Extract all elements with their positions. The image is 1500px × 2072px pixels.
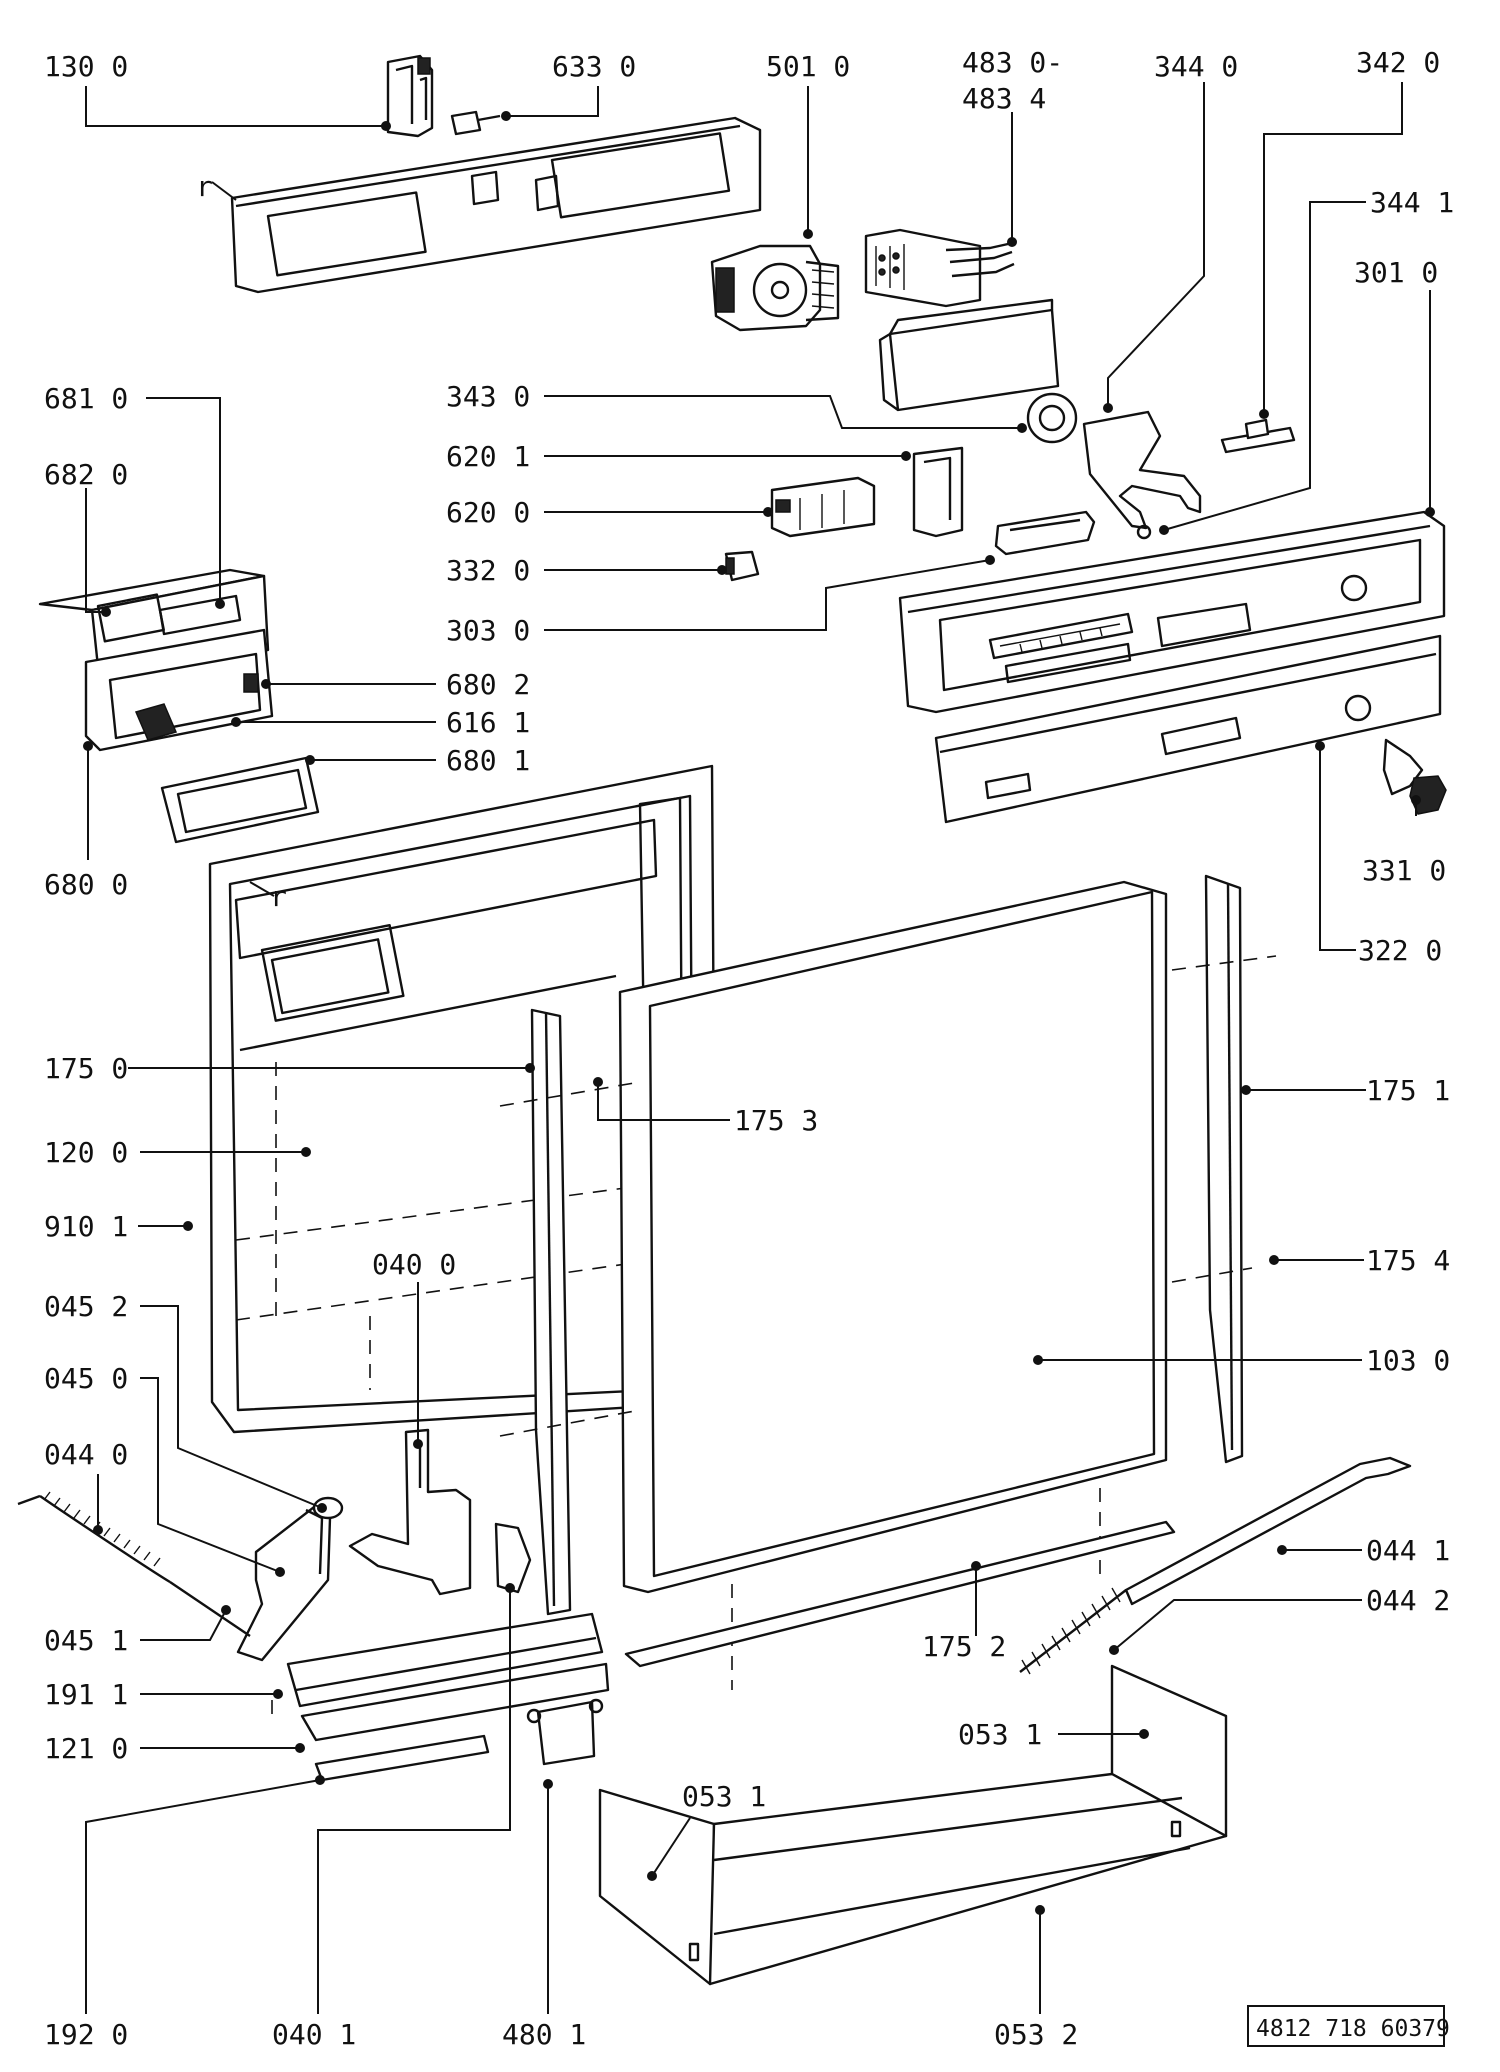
leader-lines	[83, 82, 1435, 2014]
label-322-0: 322 0	[1358, 934, 1442, 967]
part-130-bracket	[386, 54, 434, 138]
part-343-ring	[1026, 392, 1078, 444]
label-053-2: 053 2	[994, 2018, 1078, 2051]
label-103-0: 103 0	[1366, 1344, 1450, 1377]
label-331-0: 331 0	[1362, 854, 1446, 887]
document-number-box: 4812 718 60379	[1247, 2005, 1450, 2047]
label-501-0: 501 0	[766, 50, 850, 83]
part-040-1-bracket	[494, 1522, 532, 1594]
part-053-kickplate	[598, 1664, 1228, 1986]
part-680-1-gasket	[160, 756, 320, 844]
label-344-0: 344 0	[1154, 50, 1238, 83]
label-045-1: 045 1	[44, 1624, 128, 1657]
part-044-1-rod	[1019, 1456, 1412, 1675]
label-040-1: 040 1	[272, 2018, 356, 2051]
document-number: 4812 718 60379	[1256, 2016, 1450, 2042]
label-053-1-right: 053 1	[958, 1718, 1042, 1751]
label-344-1: 344 1	[1370, 186, 1454, 219]
reference-mark-r-frame: r	[270, 880, 287, 913]
part-332-block	[724, 550, 760, 582]
part-labels: 130 0 633 0 501 0 483 0- 483 4 344 0 342…	[44, 46, 1454, 2051]
label-045-0: 045 0	[44, 1362, 128, 1395]
part-322-fascia	[934, 634, 1442, 824]
part-timer-bracket	[878, 298, 1060, 412]
label-680-0: 680 0	[44, 868, 128, 901]
part-331-knob	[1382, 738, 1447, 815]
part-top-rail	[230, 116, 762, 294]
part-342-clip	[1220, 418, 1296, 454]
part-344-bracket	[1082, 410, 1202, 540]
label-175-1: 175 1	[1366, 1074, 1450, 1107]
label-040-0: 040 0	[372, 1248, 456, 1281]
part-175-1-strip	[1204, 874, 1244, 1464]
label-044-2: 044 2	[1366, 1584, 1450, 1617]
part-040-hinge	[348, 1428, 472, 1596]
label-192-0: 192 0	[44, 2018, 128, 2051]
part-044-0-spring	[17, 1491, 251, 1637]
part-103-outer-door	[618, 880, 1168, 1594]
label-332-0: 332 0	[446, 554, 530, 587]
label-343-0: 343 0	[446, 380, 530, 413]
label-045-2: 045 2	[44, 1290, 128, 1323]
part-480-1-clip	[526, 1698, 604, 1766]
label-121-0: 121 0	[44, 1732, 128, 1765]
label-053-1-left: 053 1	[682, 1780, 766, 1813]
part-045-hinge-arm	[236, 1496, 344, 1662]
part-633-connector	[450, 110, 501, 136]
label-044-1: 044 1	[1366, 1534, 1450, 1567]
part-191-base-rail	[271, 1612, 610, 1782]
label-175-0: 175 0	[44, 1052, 128, 1085]
label-044-0: 044 0	[44, 1438, 128, 1471]
label-633-0: 633 0	[552, 50, 636, 83]
label-175-4: 175 4	[1366, 1244, 1450, 1277]
label-910-1: 910 1	[44, 1210, 128, 1243]
label-191-1: 191 1	[44, 1678, 128, 1711]
label-620-0: 620 0	[446, 496, 530, 529]
part-303-handle	[994, 510, 1096, 556]
label-680-2: 680 2	[446, 668, 530, 701]
part-175-2-strip	[624, 1520, 1176, 1668]
label-483-4: 483 4	[962, 82, 1046, 115]
label-483-0: 483 0-	[962, 46, 1063, 79]
label-175-3: 175 3	[734, 1104, 818, 1137]
label-620-1: 620 1	[446, 440, 530, 473]
part-620-1-bracket	[912, 446, 964, 538]
label-130-0: 130 0	[44, 50, 128, 83]
label-303-0: 303 0	[446, 614, 530, 647]
reference-mark-r-top: r	[196, 170, 213, 203]
label-301-0: 301 0	[1354, 256, 1438, 289]
label-682-0: 682 0	[44, 458, 128, 491]
part-501-timer	[710, 244, 840, 332]
part-301-control-panel	[898, 510, 1446, 714]
label-680-1: 680 1	[446, 744, 530, 777]
part-483-connector	[864, 228, 1015, 308]
label-681-0: 681 0	[44, 382, 128, 415]
label-342-0: 342 0	[1356, 46, 1440, 79]
label-175-2: 175 2	[922, 1630, 1006, 1663]
label-120-0: 120 0	[44, 1136, 128, 1169]
label-480-1: 480 1	[502, 2018, 586, 2051]
label-616-1: 616 1	[446, 706, 530, 739]
part-620-0-relay	[770, 476, 876, 538]
